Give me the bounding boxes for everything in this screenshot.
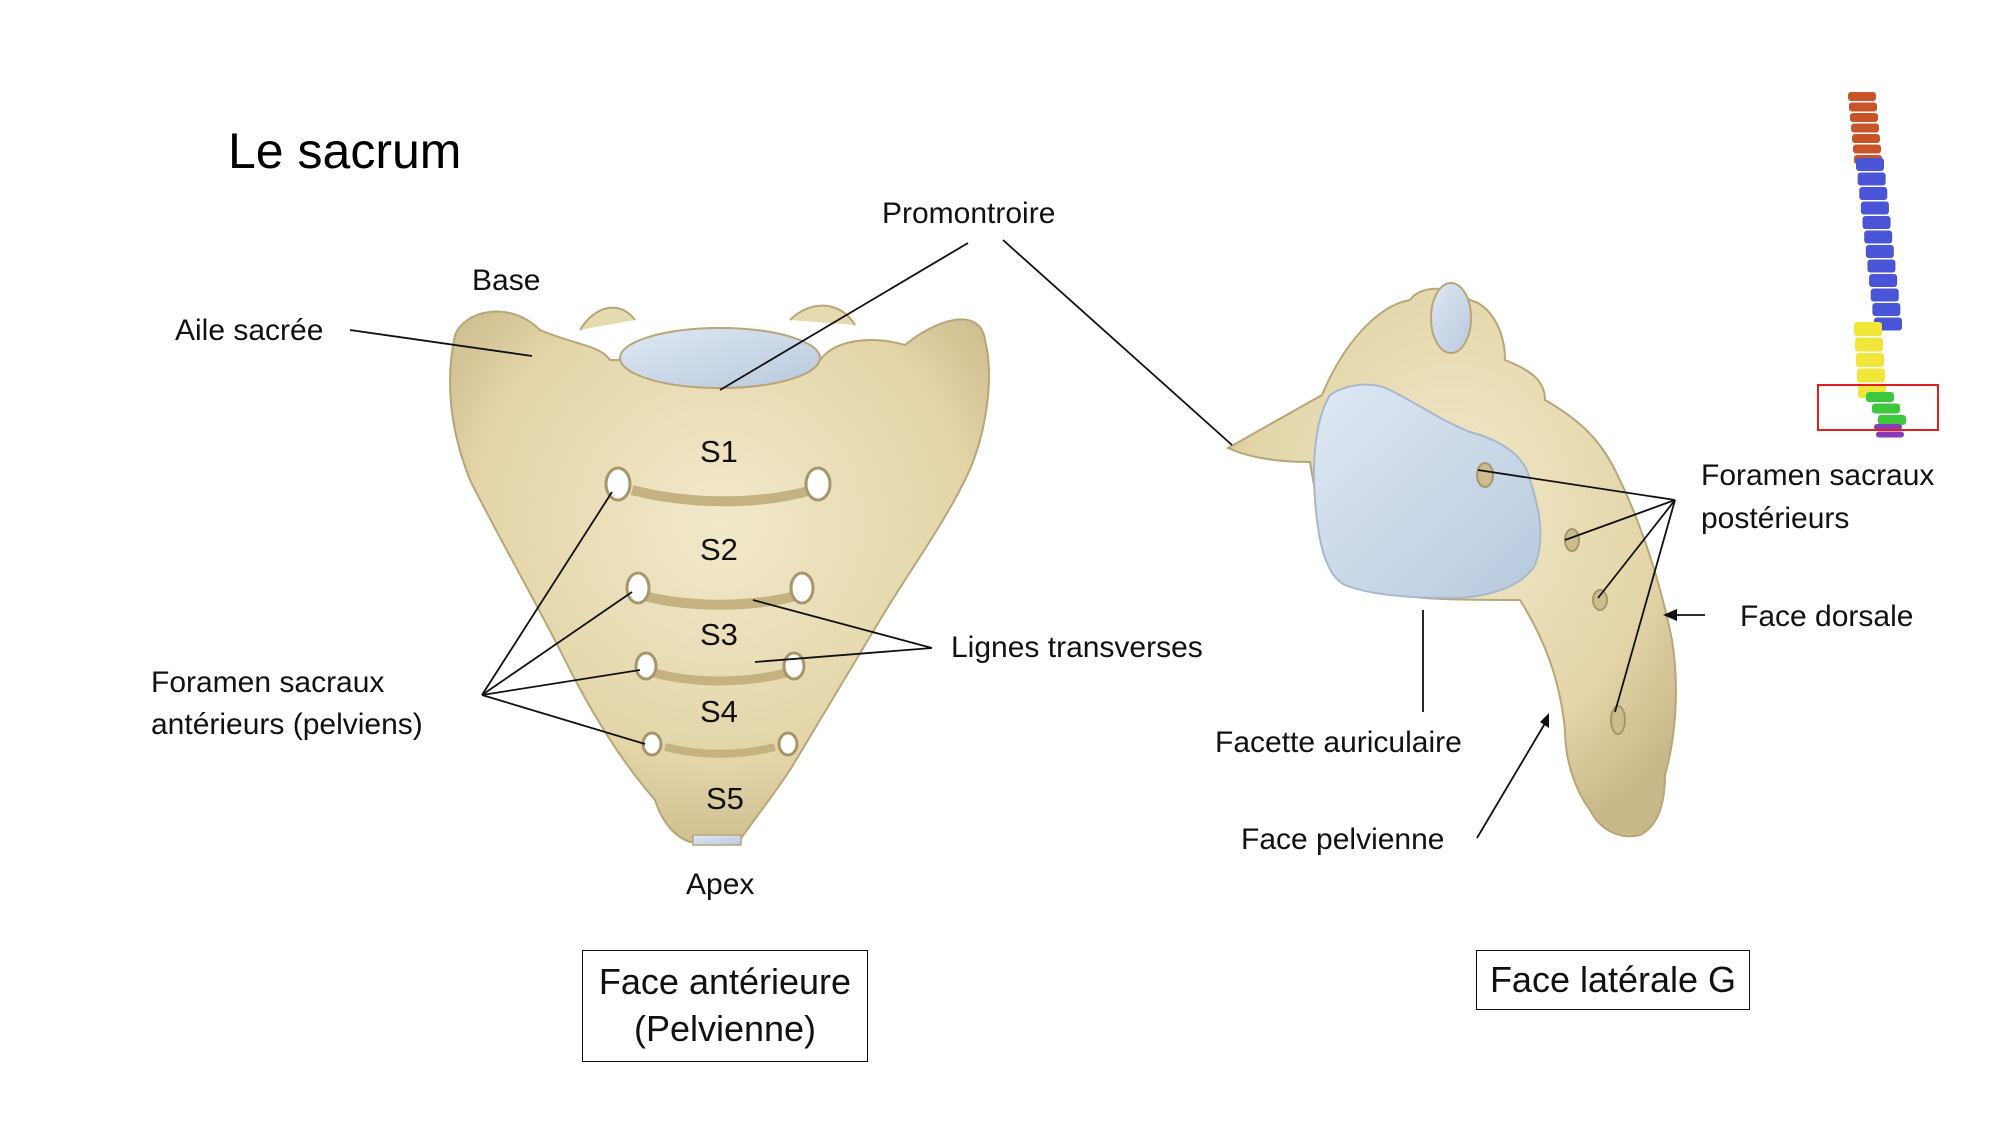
- transverse-ridge-3: [648, 667, 792, 686]
- foramen-right-1: [804, 466, 832, 502]
- caption-lateral: Face latérale G: [1489, 958, 1737, 1000]
- arrowhead-face-dorsale: [1663, 609, 1677, 621]
- label-face-dorsale: Face dorsale: [1740, 600, 1914, 633]
- label-lignes-transverses: Lignes transverses: [951, 631, 1203, 664]
- lateral-s1-surface: [1430, 282, 1472, 354]
- spine-vertebra: [1860, 201, 1889, 215]
- spine-vertebra: [1852, 134, 1880, 143]
- apex-surface: [692, 834, 742, 846]
- sacrum-body: [449, 310, 990, 844]
- leader-foramen-1: [481, 491, 613, 696]
- spine-vertebra: [1878, 415, 1906, 425]
- leader-aile-sacree: [349, 329, 533, 357]
- leader-lignes-2: [754, 647, 933, 663]
- leader-foramen-2: [481, 591, 633, 696]
- label-apex: Apex: [686, 868, 755, 901]
- segment-label-s5: S5: [706, 781, 744, 816]
- sacrum-highlight-box: [1817, 384, 1939, 431]
- label-foramen-posterieur-line1: Foramen sacraux: [1701, 459, 1935, 492]
- segment-label-s4: S4: [700, 694, 738, 729]
- foramen-right-3: [782, 651, 806, 681]
- label-foramen-anterieur-line1: Foramen sacraux: [151, 666, 385, 699]
- s1-body-surface: [619, 327, 821, 389]
- leader-promontoire-anterior: [719, 242, 969, 391]
- leader-face-pelvienne: [1476, 719, 1548, 839]
- leader-arrowheads: [1540, 609, 1677, 728]
- caption-face-anterieure: Face antérieure (Pelvienne): [582, 950, 868, 1062]
- transverse-ridge-2: [638, 590, 802, 610]
- auricular-surface: [1312, 383, 1542, 600]
- label-promontoire: Promontroire: [882, 197, 1056, 230]
- spine-vertebra: [1874, 424, 1902, 430]
- leader-promontoire-lateral: [1002, 239, 1233, 446]
- label-aile-sacree: Aile sacrée: [175, 314, 324, 347]
- foramen-left-4: [641, 731, 663, 757]
- spine-vertebra: [1851, 123, 1879, 133]
- transverse-ridge-1: [630, 485, 814, 507]
- label-base: Base: [472, 264, 541, 297]
- lateral-foramen-4: [1610, 705, 1626, 735]
- leader-lignes-1: [752, 599, 933, 649]
- spine-vertebra: [1865, 245, 1894, 258]
- caption-face-laterale: Face latérale G: [1476, 950, 1750, 1010]
- spine-vertebra: [1872, 303, 1901, 316]
- page-title: Le sacrum: [228, 123, 462, 179]
- transverse-ridge-4: [664, 743, 776, 758]
- segment-label-s3: S3: [700, 617, 738, 652]
- spine-vertebra: [1867, 259, 1896, 273]
- leader-foramen-3: [481, 669, 641, 696]
- label-foramen-posterieur-line2: postérieurs: [1701, 502, 1850, 535]
- spine-vertebra: [1856, 158, 1884, 171]
- label-facette-auriculaire: Facette auriculaire: [1215, 726, 1462, 759]
- segment-label-s2: S2: [700, 532, 738, 567]
- leader-foramen-post-4: [1614, 499, 1676, 713]
- spine-vertebra: [1866, 392, 1894, 402]
- spine-vertebra: [1850, 113, 1878, 122]
- leader-foramen-post-2: [1564, 499, 1676, 541]
- spine-vertebra: [1855, 337, 1883, 352]
- label-face-pelvienne: Face pelvienne: [1241, 823, 1445, 856]
- leader-foramen-post-1: [1477, 469, 1676, 501]
- foramen-left-2: [625, 571, 651, 605]
- spine-vertebra: [1853, 144, 1881, 154]
- spine-vertebra: [1876, 431, 1904, 438]
- articular-process-left: [579, 306, 636, 331]
- spine-vertebra: [1854, 322, 1882, 336]
- label-foramen-anterieur-line2: antérieurs (pelviens): [151, 708, 423, 741]
- posterior-foramina-lateral: [1476, 462, 1626, 735]
- spine-orientation-icon: [1817, 92, 1939, 438]
- spine-vertebra: [1872, 403, 1900, 414]
- leader-foramen-4: [481, 694, 646, 745]
- caption-anterior-line1: Face antérieure: [598, 961, 852, 1003]
- spine-vertebra: [1864, 230, 1893, 244]
- arrowhead-face-pelvienne: [1540, 713, 1549, 728]
- sacrum-anterior-view: [449, 304, 990, 846]
- leader-foramen-post-3: [1597, 499, 1676, 599]
- spine-vertebra: [1849, 102, 1877, 112]
- caption-anterior-line2: (Pelvienne): [633, 1008, 817, 1049]
- spine-vertebra: [1869, 274, 1898, 287]
- spine-vertebra: [1859, 187, 1888, 200]
- lateral-foramen-1: [1476, 462, 1494, 488]
- segment-label-s1: S1: [700, 434, 738, 469]
- anterior-foramina: [604, 466, 832, 757]
- spine-vertebra: [1870, 288, 1899, 302]
- spine-vertebra: [1856, 353, 1884, 367]
- foramen-right-4: [777, 731, 799, 757]
- lateral-foramen-3: [1592, 589, 1608, 611]
- spine-vertebra: [1857, 368, 1885, 383]
- sacrum-lateral-view: [1225, 282, 1677, 838]
- foramen-left-3: [634, 651, 658, 681]
- spine-vertebra: [1857, 172, 1886, 186]
- spine-vertebra: [1848, 92, 1876, 101]
- foramen-right-2: [789, 571, 815, 605]
- spine-vertebra: [1862, 216, 1891, 229]
